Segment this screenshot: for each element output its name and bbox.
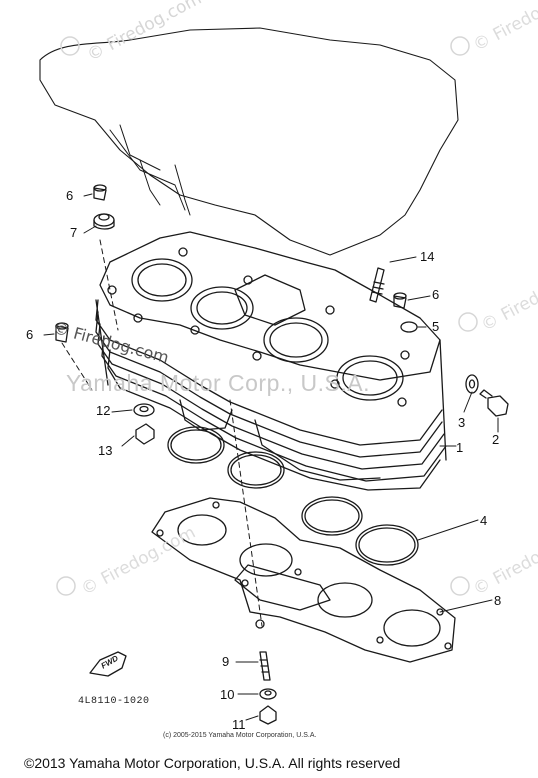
callout-6: 6 <box>26 327 34 342</box>
base-gasket <box>151 497 456 663</box>
watermark-corp: Yamaha Motor Corp., U.S.A. <box>66 370 371 396</box>
small-copyright: (c) 2005-2015 Yamaha Motor Corporation, … <box>163 732 317 739</box>
callout-3: 3 <box>458 415 466 430</box>
cylinder-block <box>95 231 447 491</box>
o-ring-1 <box>167 426 225 464</box>
callout-7: 7 <box>70 225 78 240</box>
callout-2: 2 <box>492 432 500 447</box>
o-ring-4 <box>355 524 419 566</box>
callout-8: 8 <box>494 593 502 608</box>
callout-12: 12 <box>96 403 111 418</box>
cylinder-head-ghost <box>39 27 459 256</box>
fwd-arrow <box>89 651 127 677</box>
callout-1: 1 <box>456 440 464 455</box>
callout-10: 10 <box>220 687 235 702</box>
bore-2 <box>190 286 254 330</box>
callout-11: 11 <box>232 717 246 732</box>
bore-3 <box>263 317 329 363</box>
bore-1 <box>131 258 193 302</box>
callout-4: 4 <box>480 513 488 528</box>
callout-5: 5 <box>432 319 440 334</box>
bore-4 <box>336 355 404 401</box>
callout-6: 6 <box>66 188 74 203</box>
footer-copyright: ©2013 Yamaha Motor Corporation, U.S.A. A… <box>24 755 401 771</box>
callout-14: 14 <box>420 249 435 264</box>
callout-6: 6 <box>432 287 440 302</box>
reference-code: 4L8110-1020 <box>78 696 150 707</box>
callout-9: 9 <box>222 654 230 669</box>
o-ring-2 <box>227 451 285 489</box>
fwd-label: FWD <box>100 654 120 671</box>
o-ring-3 <box>301 496 363 536</box>
callout-13: 13 <box>98 443 113 458</box>
